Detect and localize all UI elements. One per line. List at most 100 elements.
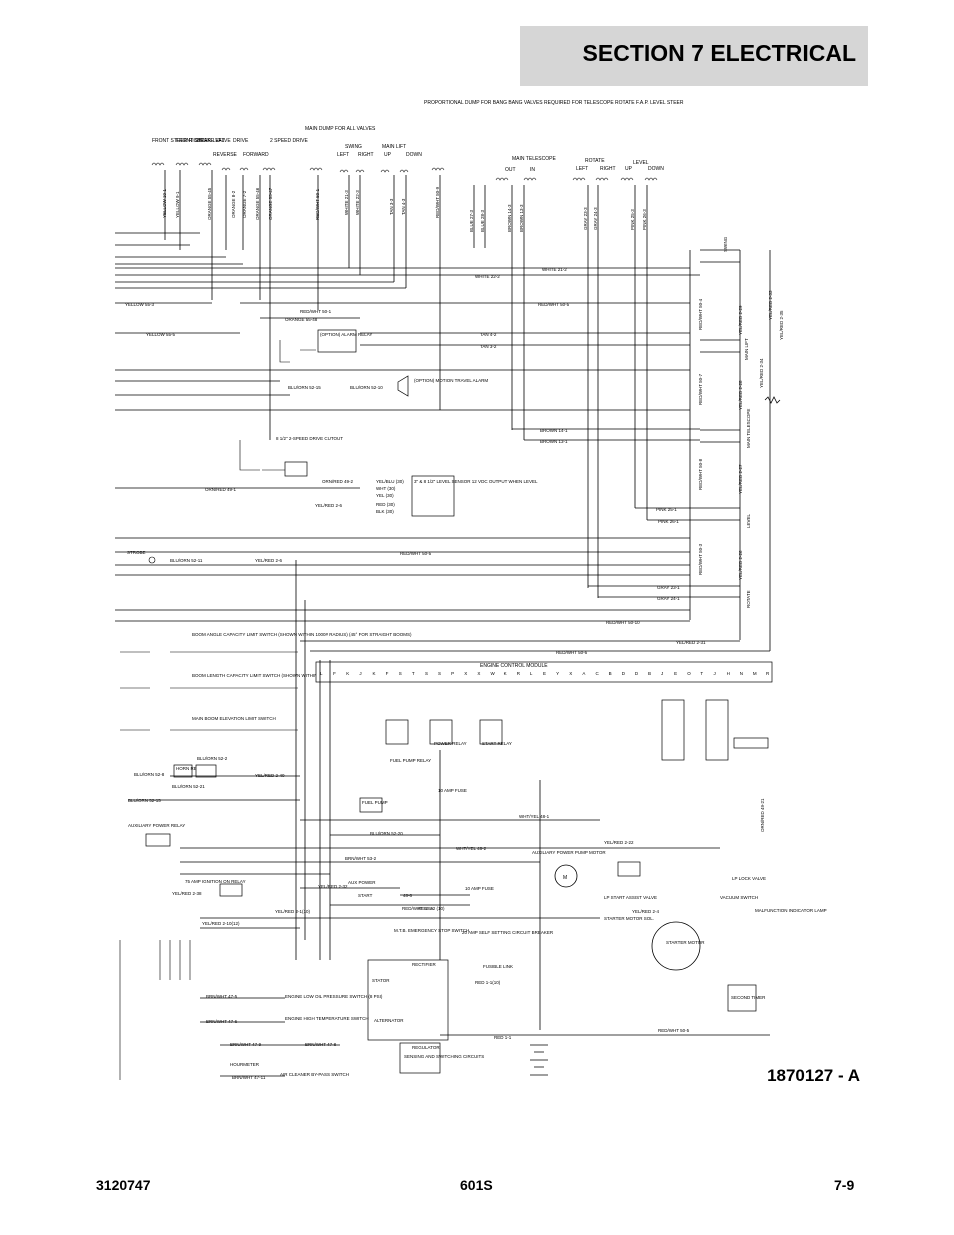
- svg-text:ORANGE 55-45: ORANGE 55-45: [207, 187, 212, 220]
- svg-text:YEL/RED 2-4: YEL/RED 2-4: [632, 909, 660, 914]
- ecm-pin-label: X: [477, 671, 480, 676]
- svg-text:RED/WHT 50-5: RED/WHT 50-5: [538, 302, 570, 307]
- right-switch-column: [689, 249, 781, 651]
- svg-text:RED/WHT 50-5: RED/WHT 50-5: [402, 906, 434, 911]
- svg-text:BLU/ORN 52-8: BLU/ORN 52-8: [134, 772, 165, 777]
- svg-text:PINK 25-3: PINK 25-3: [630, 209, 635, 230]
- svg-text:YEL (30): YEL (30): [376, 493, 394, 498]
- svg-text:RED/WHT 50-3: RED/WHT 50-3: [698, 543, 703, 575]
- svg-text:START RELAY: START RELAY: [482, 741, 512, 746]
- svg-text:AUXILIARY POWER RELAY: AUXILIARY POWER RELAY: [128, 823, 185, 828]
- svg-text:ORN/RED 49-21: ORN/RED 49-21: [760, 798, 765, 832]
- svg-text:YEL/RED 2-40: YEL/RED 2-40: [255, 773, 285, 778]
- strobe: STROBE: [127, 550, 156, 564]
- svg-text:RED (30): RED (30): [376, 502, 395, 507]
- svg-text:PINK 26-3: PINK 26-3: [642, 209, 647, 230]
- svg-text:START: START: [358, 893, 373, 898]
- ecm-pin-label: T: [700, 671, 703, 676]
- svg-text:BOOM ANGLE CAPACITY LIMIT SWIT: BOOM ANGLE CAPACITY LIMIT SWITCH (SHOWN …: [192, 632, 412, 637]
- footer-page-number: 7-9: [834, 1177, 855, 1193]
- svg-text:WHITE 21-3: WHITE 21-3: [344, 190, 349, 215]
- ecm-pin-label: P: [451, 671, 454, 676]
- starter-motor: STARTER MOTOR SOL. STARTER MOTOR SECOND …: [604, 916, 766, 1012]
- svg-text:BLU/ORN 52-11: BLU/ORN 52-11: [170, 558, 203, 563]
- ecm-pin-label: E: [543, 671, 546, 676]
- svg-text:M.T.B. EMERGENCY STOP SWITCH: M.T.B. EMERGENCY STOP SWITCH: [394, 928, 469, 933]
- svg-text:ALTERNATOR: ALTERNATOR: [374, 1018, 404, 1023]
- svg-text:FUSIBLE LINK: FUSIBLE LINK: [483, 964, 513, 969]
- svg-text:ORN/RED 49-1: ORN/RED 49-1: [205, 487, 237, 492]
- ecm-pin-label: L: [530, 671, 533, 676]
- svg-text:ORANGE 55-47: ORANGE 55-47: [268, 187, 273, 220]
- ecm-pin-label: D: [622, 671, 626, 676]
- svg-text:YEL/RED 2-35: YEL/RED 2-35: [779, 310, 784, 340]
- svg-text:48-6: 48-6: [403, 893, 413, 898]
- horn-and-aux-relays: HORN RELAY AUXILIARY POWER RELAY 75 AMP …: [128, 764, 246, 897]
- valve-label: UP: [384, 152, 392, 158]
- ecm-pin-label: B: [648, 671, 651, 676]
- valve-label: RIGHT: [358, 152, 374, 158]
- svg-text:RED/WHT 50-1: RED/WHT 50-1: [300, 309, 332, 314]
- ecm-pin-label: Y: [556, 671, 559, 676]
- svg-text:BROWN 13-3: BROWN 13-3: [519, 204, 524, 232]
- ecm-pin-label: O: [687, 671, 691, 676]
- svg-text:LP LOCK VALVE: LP LOCK VALVE: [732, 876, 766, 881]
- footer-document-number: 3120747: [96, 1177, 151, 1193]
- ecm-pin-label: X: [464, 671, 467, 676]
- valve-label: FORWARD: [243, 152, 269, 158]
- svg-text:YEL/BLU (30): YEL/BLU (30): [376, 479, 404, 484]
- svg-text:PINK 25-1: PINK 25-1: [656, 507, 677, 512]
- svg-text:HOURMETER: HOURMETER: [230, 1062, 260, 1067]
- vertical-wire-labels: YELLOW 10-1 YELLOW 9-1 ORANGE 55-45 ORAN…: [162, 186, 647, 232]
- svg-text:TAN 3-2: TAN 3-2: [480, 344, 497, 349]
- horizontal-wire-labels: WHITE 21-2 WHITE 22-2 YELLOW 55-3 RED/WH…: [125, 267, 706, 655]
- ecm-pin-label: M: [753, 671, 757, 676]
- svg-text:POWER RELAY: POWER RELAY: [434, 741, 467, 746]
- svg-text:STATOR: STATOR: [372, 978, 390, 983]
- svg-text:RED/WHT 50-10: RED/WHT 50-10: [606, 620, 640, 625]
- svg-text:BRN/WHT 47-6: BRN/WHT 47-6: [206, 1019, 238, 1024]
- svg-text:AUX POWER: AUX POWER: [348, 880, 376, 885]
- svg-text:75 AMP IGNITION ON RELAY: 75 AMP IGNITION ON RELAY: [185, 879, 246, 884]
- valve-header-labels: FRONT STEER RIGHT FRONT STEER LEFT BRAKE…: [152, 100, 684, 173]
- svg-text:WHT (30): WHT (30): [376, 486, 396, 491]
- svg-text:YELLOW 9-1: YELLOW 9-1: [175, 191, 180, 218]
- svg-text:BRN/WHT 47-5: BRN/WHT 47-5: [206, 994, 238, 999]
- ecm-pin-label: F: [333, 671, 336, 676]
- svg-text:YEL/RED 2-10(12): YEL/RED 2-10(12): [202, 921, 240, 926]
- svg-text:RED/WHT 50-4: RED/WHT 50-4: [698, 298, 703, 330]
- valve-label: PROPORTIONAL DUMP FOR BANG BANG VALVES R…: [424, 100, 684, 106]
- valve-label: OUT: [505, 167, 516, 173]
- svg-text:RED 1-1(10): RED 1-1(10): [475, 980, 501, 985]
- svg-text:YEL/RED 2-33: YEL/RED 2-33: [768, 290, 773, 320]
- svg-text:RED 1-1: RED 1-1: [494, 1035, 512, 1040]
- svg-text:BROWN 14-3: BROWN 14-3: [507, 204, 512, 232]
- svg-text:BRN/WHT 47-8: BRN/WHT 47-8: [305, 1042, 337, 1047]
- svg-text:BLU/ORN 52-21: BLU/ORN 52-21: [172, 784, 205, 789]
- valve-label: ROTATE: [585, 158, 605, 164]
- svg-text:ORANGE 55-48: ORANGE 55-48: [285, 317, 318, 322]
- svg-text:YEL/RED 2-32: YEL/RED 2-32: [318, 884, 348, 889]
- svg-text:MAIN LIFT: MAIN LIFT: [744, 338, 749, 360]
- valve-coils: [151, 162, 658, 181]
- valve-label: SWING: [345, 144, 362, 150]
- ecm-pin-label: T: [412, 671, 415, 676]
- vertical-wire-lines: [164, 170, 648, 598]
- svg-text:WHITE 21-2: WHITE 21-2: [542, 267, 567, 272]
- svg-text:YEL/RED 2-1(10): YEL/RED 2-1(10): [275, 909, 311, 914]
- ecm-pin-label: J: [661, 671, 663, 676]
- ecm-pin-label: N: [740, 671, 743, 676]
- svg-text:ORANGE 55-46: ORANGE 55-46: [255, 187, 260, 220]
- svg-text:RECTIFIER: RECTIFIER: [412, 962, 437, 967]
- svg-text:(OPTION) ALARM RELAY: (OPTION) ALARM RELAY: [320, 332, 372, 337]
- alarm-relay: (OPTION) ALARM RELAY: [279, 329, 372, 363]
- valve-label: IN: [530, 167, 535, 173]
- svg-text:ENGINE HIGH TEMPERATURE SWITCH: ENGINE HIGH TEMPERATURE SWITCH: [285, 1016, 369, 1021]
- svg-text:YEL/RED 2-22: YEL/RED 2-22: [604, 840, 634, 845]
- svg-text:RED/WHT 50-9: RED/WHT 50-9: [435, 186, 440, 218]
- svg-text:YEL/RED 2-6: YEL/RED 2-6: [255, 558, 283, 563]
- svg-text:BRN/WHT 53-2: BRN/WHT 53-2: [345, 856, 377, 861]
- level-sensor: 3" & 8 1/2" LEVEL SENSOR 12 VDC OUTPUT W…: [376, 475, 538, 517]
- drive-cutout-relay: 8 1/2" 2-SPEED DRIVE CUTOUT: [239, 436, 343, 477]
